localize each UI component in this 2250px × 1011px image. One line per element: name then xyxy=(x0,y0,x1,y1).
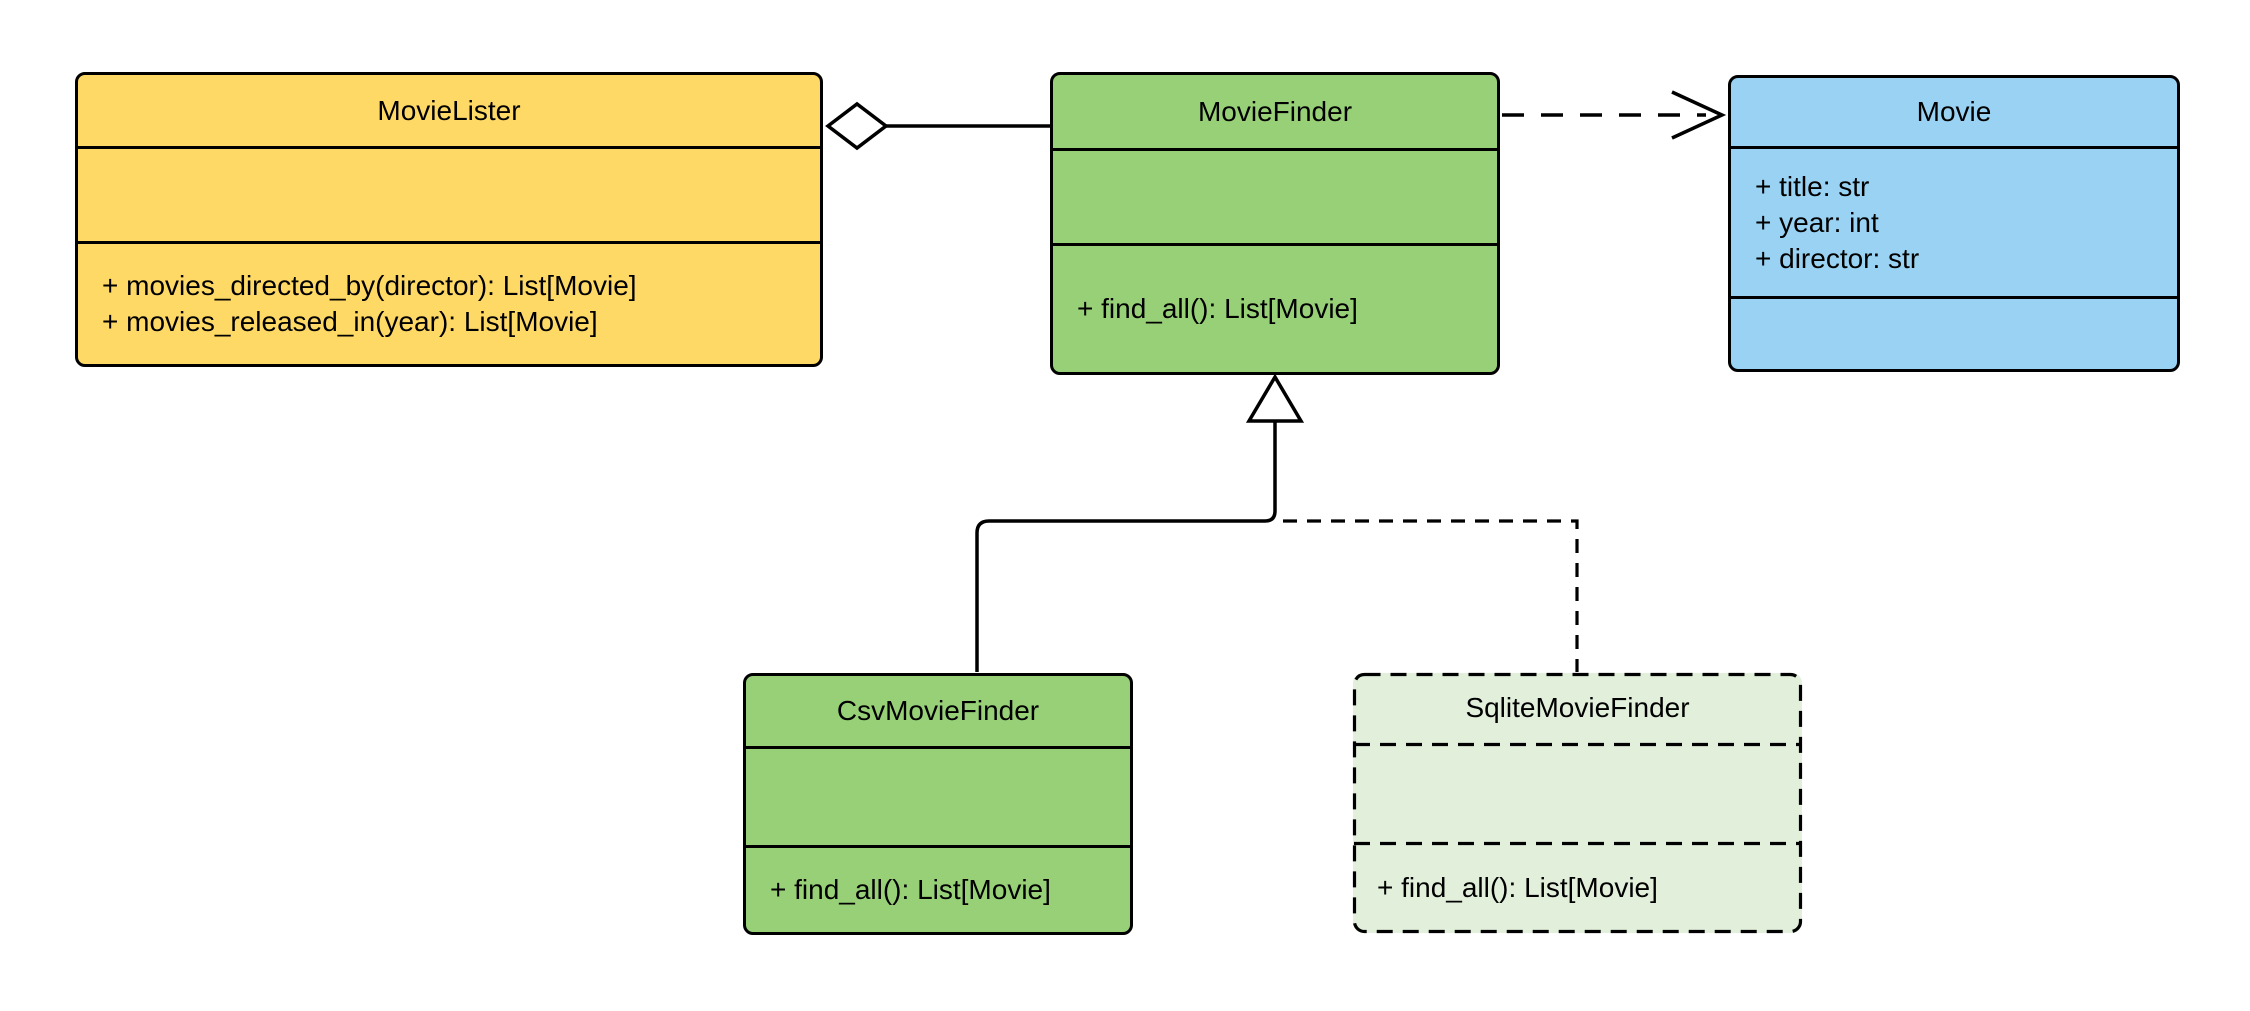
method-row: + find_all(): List[Movie] xyxy=(1377,871,1658,903)
class-methods-csvmoviefinder: + find_all(): List[Movie] xyxy=(746,845,1130,932)
class-attributes-movie: + title: str + year: int + director: str xyxy=(1731,146,2177,296)
class-attributes-csvmoviefinder-empty xyxy=(746,746,1130,845)
class-title-sqlitemoviefinder: SqliteMovieFinder xyxy=(1465,692,1690,723)
class-title-movie: Movie xyxy=(1916,96,1992,127)
class-methods-movielister: + movies_directed_by(director): List[Mov… xyxy=(78,241,820,364)
class-box-movielister: MovieLister + movies_directed_by(directo… xyxy=(75,72,823,367)
attribute-row: + title: str xyxy=(1755,170,1870,202)
class-methods-movie-empty xyxy=(1731,296,2177,369)
class-box-moviefinder: MovieFinder + find_all(): List[Movie] xyxy=(1050,72,1500,375)
method-row: + find_all(): List[Movie] xyxy=(770,874,1051,905)
attribute-row: + director: str xyxy=(1755,242,1920,274)
class-title-moviefinder: MovieFinder xyxy=(1197,95,1353,127)
class-attributes-movielister-empty xyxy=(78,146,820,241)
inheritance-triangle-icon xyxy=(1245,373,1305,423)
method-row: + movies_released_in(year): List[Movie] xyxy=(102,306,598,337)
method-row: + movies_directed_by(director): List[Mov… xyxy=(102,270,637,301)
class-attributes-moviefinder-empty xyxy=(1053,148,1497,243)
class-box-sqlitemoviefinder: SqliteMovieFinder + find_all(): List[Mov… xyxy=(1353,673,1802,933)
class-box-csvmoviefinder: CsvMovieFinder + find_all(): List[Movie] xyxy=(743,673,1133,935)
class-methods-sqlitemoviefinder: + find_all(): List[Movie] xyxy=(1353,842,1802,933)
class-title-csvmoviefinder: CsvMovieFinder xyxy=(836,695,1040,726)
class-box-movie: Movie + title: str + year: int + directo… xyxy=(1728,75,2180,372)
inheritance-dashed-path-sqlite xyxy=(1283,519,1579,672)
class-title-movielister: MovieLister xyxy=(377,94,521,126)
attribute-row: + year: int xyxy=(1755,206,1879,238)
class-attributes-sqlitemoviefinder-empty xyxy=(1353,743,1802,842)
method-row: + find_all(): List[Movie] xyxy=(1077,293,1358,324)
aggregation-diamond-icon xyxy=(825,101,889,151)
class-methods-moviefinder: + find_all(): List[Movie] xyxy=(1053,243,1497,372)
inheritance-solid-path-csv xyxy=(975,421,1277,672)
dependency-open-arrow-icon xyxy=(1671,90,1727,140)
